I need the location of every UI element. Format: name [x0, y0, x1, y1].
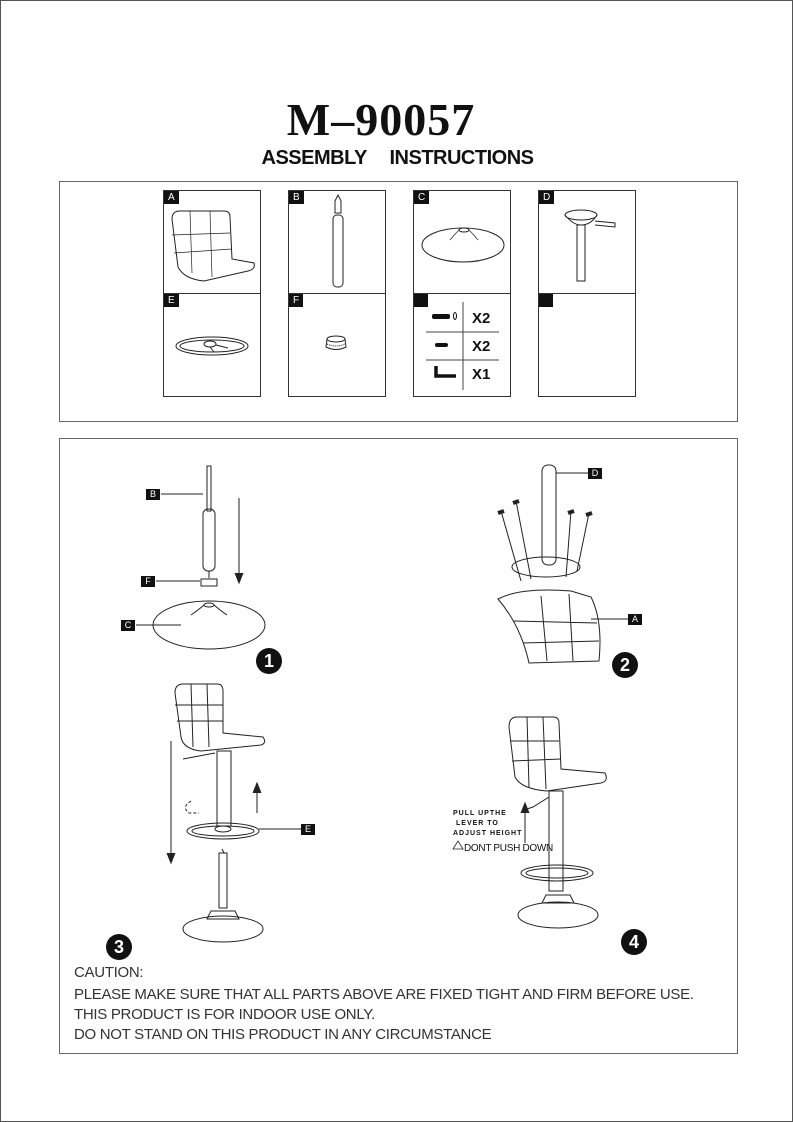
- gas-lift-icon: [332, 193, 344, 288]
- bolt-icon: [435, 343, 448, 347]
- subtitle: ASSEMBLY INSTRUCTIONS: [261, 147, 534, 169]
- part-tag: [539, 294, 553, 307]
- label-a: A: [628, 614, 642, 625]
- hardware-cell: X2 X2 X1: [413, 293, 511, 397]
- step-number-2: 2: [612, 652, 638, 678]
- steps-box: [59, 438, 738, 1054]
- label-d: D: [588, 468, 602, 479]
- warning-text: DONT PUSH DOWN: [464, 843, 553, 854]
- step-number-4: 4: [621, 929, 647, 955]
- step-number-1: 1: [256, 648, 282, 674]
- allen-key-icon: [434, 366, 456, 378]
- hardware-qty: X1: [472, 366, 491, 383]
- caution-line: DO NOT STAND ON THIS PRODUCT IN ANY CIRC…: [74, 1026, 492, 1043]
- label-c: C: [121, 620, 135, 631]
- seat-icon: [171, 210, 255, 282]
- part-tag: C: [414, 191, 430, 204]
- step4-diagram: [452, 716, 607, 929]
- lever-note-line: PULL UPTHE: [453, 810, 507, 817]
- label-f: F: [141, 576, 155, 587]
- base-icon: [421, 227, 505, 263]
- ring-nut-icon: [325, 335, 347, 350]
- part-tag: A: [164, 191, 179, 204]
- bolt-with-washer-icon: [432, 312, 457, 320]
- label-e: E: [301, 824, 315, 835]
- footrest-ring-icon: [175, 336, 249, 356]
- parts-box: [59, 181, 738, 422]
- hardware-grid: [426, 302, 499, 390]
- lever-note-line: ADJUST HEIGHT: [453, 830, 523, 837]
- step2-diagram: [497, 464, 628, 664]
- hardware-qty: X2: [472, 310, 491, 327]
- step-number-3: 3: [106, 934, 132, 960]
- part-tag: F: [289, 294, 304, 307]
- hardware-qty: X2: [472, 338, 491, 355]
- part-tag: D: [539, 191, 555, 204]
- part-tag: [414, 294, 428, 307]
- caution-title: CAUTION:: [74, 964, 144, 981]
- lever-note-line: LEVER TO: [456, 820, 499, 827]
- caution-line: PLEASE MAKE SURE THAT ALL PARTS ABOVE AR…: [74, 986, 694, 1003]
- seat-plate-icon: [564, 209, 616, 282]
- part-f: F: [288, 293, 386, 397]
- part-e: E: [163, 293, 261, 397]
- step1-diagram: [136, 465, 266, 650]
- part-tag: E: [164, 294, 179, 307]
- caution-line: THIS PRODUCT IS FOR INDOOR USE ONLY.: [74, 1006, 375, 1023]
- model-title: M–90057: [286, 94, 476, 145]
- lever-note: PULL UPTHE LEVER TO ADJUST HEIGHT: [453, 809, 522, 839]
- part-tag: B: [289, 191, 304, 204]
- label-b: B: [146, 489, 160, 500]
- step3-diagram: [166, 683, 301, 943]
- empty-cell: [538, 293, 636, 397]
